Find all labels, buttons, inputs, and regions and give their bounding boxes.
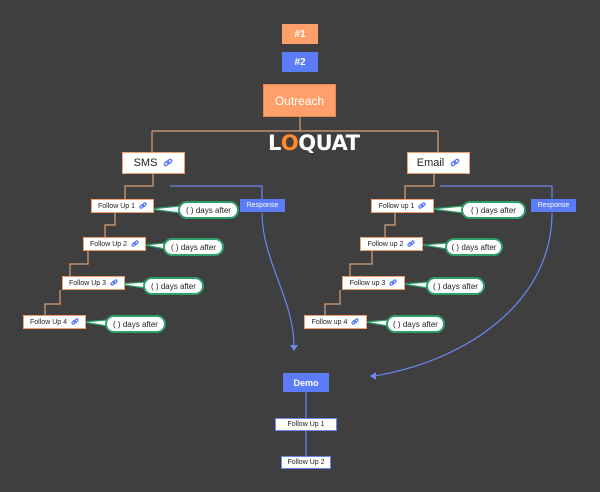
sms-delay-bubble-4[interactable]: ( ) days after (105, 315, 166, 333)
email-delay-bubble-2[interactable]: ( ) days after (445, 238, 503, 256)
email-response-node[interactable]: Response (531, 199, 576, 212)
email-delay-bubble-1[interactable]: ( ) days after (461, 201, 526, 219)
sms-delay-bubble-1[interactable]: ( ) days after (178, 201, 239, 219)
email-followup-1[interactable]: Follow up 1 (371, 199, 434, 213)
email-followup-2[interactable]: Follow up 2 (360, 237, 423, 251)
followup-label: Follow up 1 (378, 202, 415, 210)
email-delay-bubble-4[interactable]: ( ) days after (386, 315, 445, 333)
email-channel-node[interactable]: Email (407, 152, 470, 174)
email-followup-3[interactable]: Follow up 3 (342, 276, 405, 290)
sms-delay-bubble-2[interactable]: ( ) days after (163, 238, 224, 256)
sms-followup-1[interactable]: Follow Up 1 (91, 199, 154, 213)
link-icon[interactable] (71, 318, 79, 326)
sms-response-node[interactable]: Response (240, 199, 285, 212)
sms-followup-2[interactable]: Follow Up 2 (83, 237, 146, 251)
email-followup-4[interactable]: Follow up 4 (304, 315, 367, 329)
email-delay-bubble-3[interactable]: ( ) days after (426, 277, 485, 295)
demo-followup-2[interactable]: Follow Up 2 (281, 456, 331, 469)
followup-label: Follow Up 3 (69, 279, 106, 287)
followup-label: Follow Up 2 (90, 240, 127, 248)
sms-channel-label: SMS (133, 157, 158, 169)
link-icon[interactable] (389, 279, 397, 287)
followup-label: Follow up 2 (367, 240, 404, 248)
sms-followup-4[interactable]: Follow Up 4 (23, 315, 86, 329)
link-icon[interactable] (139, 202, 147, 210)
step-1-tag[interactable]: #1 (282, 24, 318, 44)
email-channel-label: Email (416, 157, 445, 169)
sms-delay-bubble-3[interactable]: ( ) days after (143, 277, 204, 295)
link-icon[interactable] (163, 158, 173, 168)
link-icon[interactable] (407, 240, 415, 248)
demo-followup-1[interactable]: Follow Up 1 (275, 418, 337, 431)
step-2-tag[interactable]: #2 (282, 52, 318, 72)
outreach-node[interactable]: Outreach (263, 84, 336, 117)
sms-followup-3[interactable]: Follow Up 3 (62, 276, 125, 290)
followup-label: Follow Up 4 (30, 318, 67, 326)
link-icon[interactable] (351, 318, 359, 326)
link-icon[interactable] (110, 279, 118, 287)
link-icon[interactable] (418, 202, 426, 210)
sms-channel-node[interactable]: SMS (122, 152, 185, 174)
followup-label: Follow up 3 (349, 279, 386, 287)
followup-label: Follow Up 1 (98, 202, 135, 210)
link-icon[interactable] (450, 158, 460, 168)
demo-node[interactable]: Demo (283, 373, 329, 392)
link-icon[interactable] (131, 240, 139, 248)
followup-label: Follow up 4 (311, 318, 348, 326)
